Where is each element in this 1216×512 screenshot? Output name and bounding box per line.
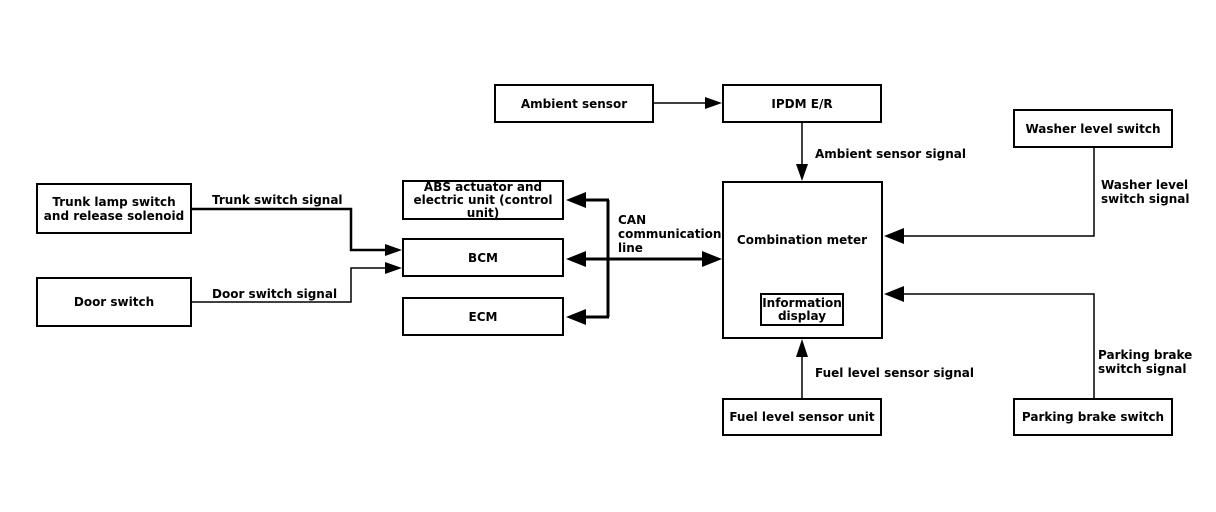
door-switch-label: Door switch — [73, 295, 155, 309]
washer-level-switch-box: Washer level switch — [1013, 109, 1173, 148]
can-meter-arrowhead — [702, 251, 722, 267]
can-ecm-arrowhead — [566, 309, 586, 325]
bcm-box: BCM — [402, 238, 564, 277]
ecm-box: ECM — [402, 297, 564, 336]
ambient-to-ipdm-arrowhead — [705, 97, 722, 109]
combination-meter-label: Combination meter — [736, 233, 868, 247]
can-bcm-arrowhead — [566, 251, 586, 267]
abs-actuator-box: ABS actuator and electric unit (control … — [402, 180, 564, 220]
door-to-bcm-line — [192, 267, 386, 303]
ambient-sensor-label: Ambient sensor — [520, 96, 628, 111]
fuel-level-sensor-signal-label: Fuel level sensor signal — [815, 366, 974, 380]
parking-brake-switch-box: Parking brake switch — [1013, 398, 1173, 436]
information-display-box: Information display — [760, 293, 844, 326]
trunk-to-bcm-line — [192, 207, 386, 252]
door-switch-box: Door switch — [36, 277, 192, 327]
ambient-sensor-box: Ambient sensor — [494, 84, 654, 123]
fuel-to-meter-arrowhead — [796, 339, 808, 357]
parking-brake-switch-signal-label: Parking brake switch signal — [1098, 348, 1193, 376]
washer-level-switch-label: Washer level switch — [1025, 121, 1161, 136]
washer-to-meter-arrowhead — [884, 228, 904, 244]
information-display-label: Information display — [762, 295, 842, 323]
can-communication-line-label: CAN communication line — [618, 213, 722, 255]
can-abs-arrowhead — [566, 192, 586, 208]
ipdm-er-box: IPDM E/R — [722, 84, 882, 123]
ipdm-to-meter-arrowhead — [796, 164, 808, 181]
parking-to-meter-line — [903, 293, 1095, 398]
washer-to-meter-line — [903, 147, 1095, 237]
ambient-sensor-signal-label: Ambient sensor signal — [815, 147, 966, 161]
bcm-label: BCM — [468, 250, 498, 265]
abs-actuator-label: ABS actuator and electric unit (control … — [413, 179, 553, 220]
parking-to-meter-arrowhead — [884, 286, 904, 302]
fuel-level-sensor-unit-label: Fuel level sensor unit — [729, 410, 875, 424]
parking-brake-switch-label: Parking brake switch — [1021, 410, 1165, 424]
fuel-level-sensor-unit-box: Fuel level sensor unit — [722, 398, 882, 436]
ecm-label: ECM — [468, 309, 498, 324]
trunk-switch-signal-label: Trunk switch signal — [212, 193, 343, 207]
door-to-bcm-arrowhead — [385, 262, 402, 274]
trunk-to-bcm-arrowhead — [385, 244, 402, 256]
door-switch-signal-label: Door switch signal — [212, 287, 338, 301]
trunk-lamp-switch-box: Trunk lamp switch and release solenoid — [36, 183, 192, 234]
trunk-lamp-switch-label: Trunk lamp switch and release solenoid — [43, 194, 185, 223]
ipdm-er-label: IPDM E/R — [771, 96, 833, 111]
washer-level-switch-signal-label: Washer level switch signal — [1101, 178, 1190, 206]
